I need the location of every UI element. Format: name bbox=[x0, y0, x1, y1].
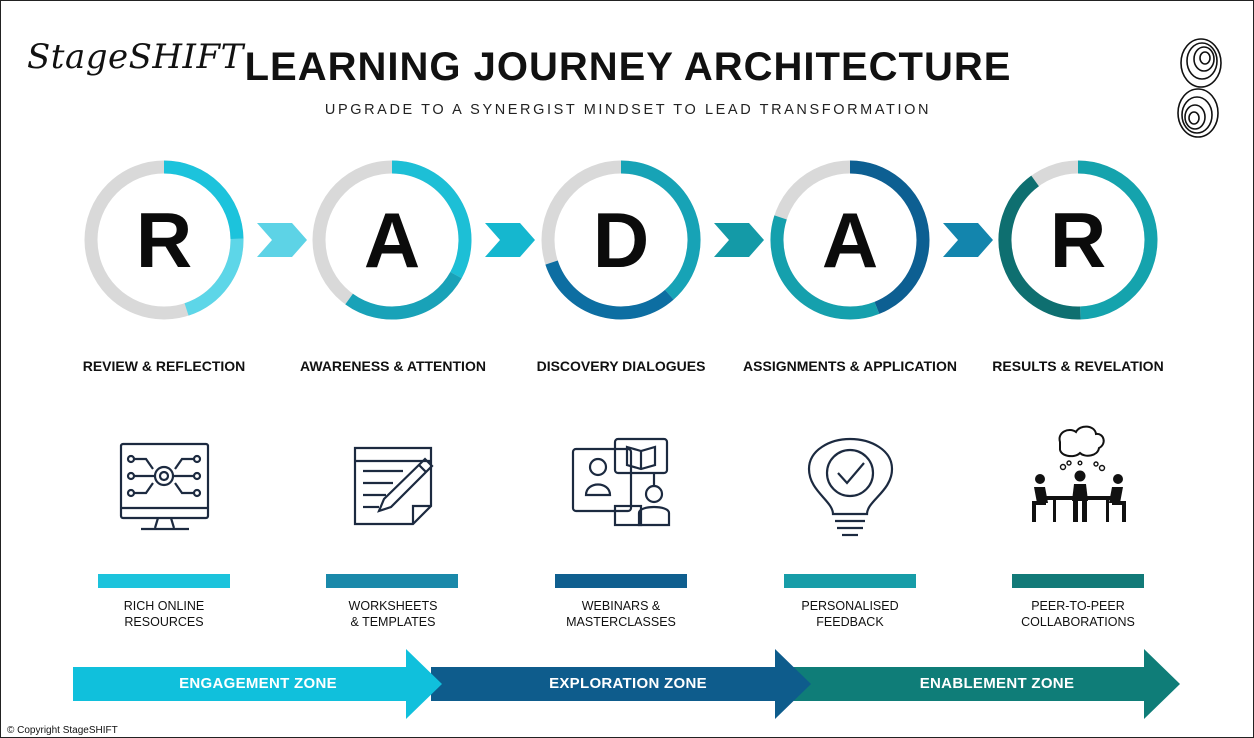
ring-letter: R bbox=[1050, 196, 1106, 284]
phase-label-review: REVIEW & REFLECTION bbox=[82, 358, 246, 374]
zone-arrow-3 bbox=[791, 649, 1180, 719]
page-subtitle: UPGRADE TO A SYNERGIST MINDSET TO LEAD T… bbox=[324, 102, 932, 118]
resource-bar-3 bbox=[555, 574, 687, 588]
computer-network-icon bbox=[119, 442, 210, 531]
ring-progress-arc bbox=[620, 160, 701, 300]
zone-arrow-2 bbox=[431, 649, 811, 719]
resource-bar-2 bbox=[326, 574, 458, 588]
lightbulb-check-icon bbox=[807, 437, 894, 537]
chevron-arrow-1 bbox=[257, 223, 307, 257]
phase-label-awareness: AWARENESS & ATTENTION bbox=[300, 358, 486, 374]
webinar-icon bbox=[571, 437, 671, 527]
ring-letter: A bbox=[822, 196, 878, 284]
ring-progress-arc-secondary bbox=[184, 238, 244, 316]
ring-letter: A bbox=[364, 196, 420, 284]
page-title: LEARNING JOURNEY ARCHITECTURE bbox=[244, 45, 1012, 89]
peer-meeting-icon bbox=[1032, 425, 1126, 522]
radar-ring-1: R bbox=[84, 160, 244, 320]
ring-letter: R bbox=[136, 196, 192, 284]
copyright-text: © Copyright StageSHIFT bbox=[7, 725, 118, 736]
resource-bars bbox=[98, 574, 1144, 588]
zone-arrows bbox=[73, 649, 1180, 719]
chevron-arrow-4 bbox=[943, 223, 993, 257]
phase-label-assignments: ASSIGNMENTS & APPLICATION bbox=[743, 358, 957, 374]
resource-bar-4 bbox=[784, 574, 916, 588]
ring-progress-arc bbox=[163, 160, 244, 240]
ring-progress-arc-secondary bbox=[998, 175, 1081, 320]
resource-label-webinars: WEBINARS & MASTERCLASSES bbox=[566, 599, 676, 629]
radar-ring-4: A bbox=[770, 160, 930, 320]
radar-ring-2: A bbox=[312, 160, 472, 320]
phase-label-results: RESULTS & REVELATION bbox=[992, 358, 1164, 374]
resource-bar-1 bbox=[98, 574, 230, 588]
phase-chevrons bbox=[257, 223, 993, 257]
ring-progress-arc bbox=[1077, 160, 1158, 320]
chevron-arrow-3 bbox=[714, 223, 764, 257]
ring-letter: D bbox=[593, 196, 649, 284]
ring-progress-arc bbox=[391, 160, 472, 279]
stageshift-logo: StageSHIFT bbox=[27, 37, 244, 77]
ring-progress-arc-secondary bbox=[545, 260, 674, 320]
radar-ring-3: D bbox=[541, 160, 701, 320]
zone-label-engagement: ENGAGEMENT ZONE bbox=[179, 675, 337, 692]
phase-label-discovery: DISCOVERY DIALOGUES bbox=[536, 358, 706, 374]
radar-ring-5: R bbox=[998, 160, 1158, 320]
ring-progress-arc-secondary bbox=[345, 271, 462, 320]
resource-label-worksheets: WORKSHEETS & TEMPLATES bbox=[348, 599, 438, 629]
chevron-arrow-2 bbox=[485, 223, 535, 257]
zone-label-exploration: EXPLORATION ZONE bbox=[549, 675, 707, 692]
spiral-logo-icon bbox=[1177, 38, 1222, 138]
zone-arrow-1 bbox=[73, 649, 442, 719]
resource-label-feedback: PERSONALISED FEEDBACK bbox=[801, 599, 899, 629]
resource-bar-5 bbox=[1012, 574, 1144, 588]
ring-progress-arc bbox=[849, 160, 930, 314]
worksheet-pencil-icon bbox=[353, 446, 434, 526]
zone-label-enablement: ENABLEMENT ZONE bbox=[919, 675, 1075, 692]
resource-label-peer: PEER-TO-PEER COLLABORATIONS bbox=[1021, 599, 1135, 629]
resource-label-online: RICH ONLINE RESOURCES bbox=[123, 599, 205, 629]
ring-progress-arc-secondary bbox=[770, 215, 880, 320]
